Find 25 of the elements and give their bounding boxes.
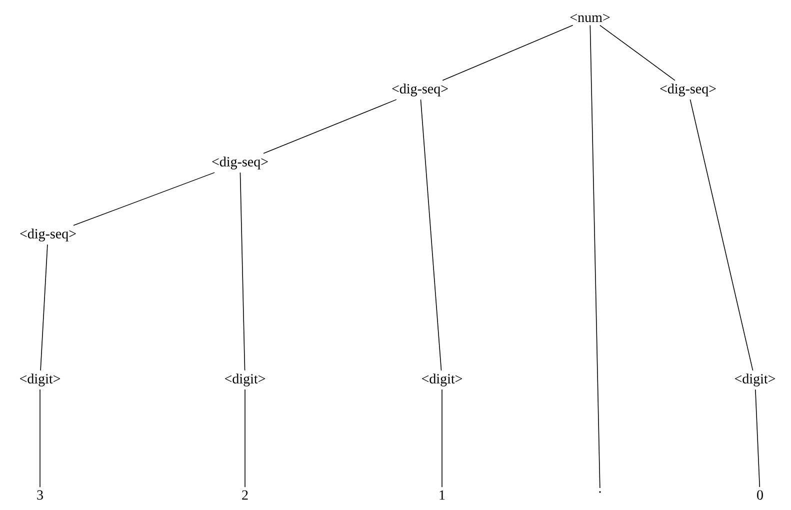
tree-line (690, 99, 754, 371)
tree-line (755, 389, 760, 488)
symbol-label: <digit> (224, 374, 266, 386)
symbol-label: <digit> (422, 374, 462, 386)
terminal-symbol: 3 (37, 490, 43, 500)
symbol-label: <dig-seq> (212, 156, 268, 170)
terminal-symbol: 2 (242, 490, 248, 500)
tree-line (420, 99, 442, 371)
tree-line (442, 24, 574, 81)
tree-line (240, 172, 246, 371)
tree-line (244, 389, 246, 488)
terminal-symbol: 0 (757, 490, 763, 500)
symbol-label: <dig-seq> (392, 84, 448, 96)
terminal-symbol: 1 (440, 490, 445, 500)
tree-line (40, 244, 48, 371)
symbol-label: <num> (570, 14, 610, 22)
symbol-label: <dig-seq> (660, 84, 716, 96)
symbol-label: <digit> (734, 374, 776, 386)
symbol-label: <digit> (20, 374, 60, 386)
tree-line (590, 24, 600, 488)
symbol-label: <dig-seq> (20, 228, 76, 242)
tree-line (73, 172, 215, 226)
tree-line (263, 99, 397, 154)
tree-line (600, 24, 676, 81)
terminal-symbol: . (599, 491, 601, 493)
